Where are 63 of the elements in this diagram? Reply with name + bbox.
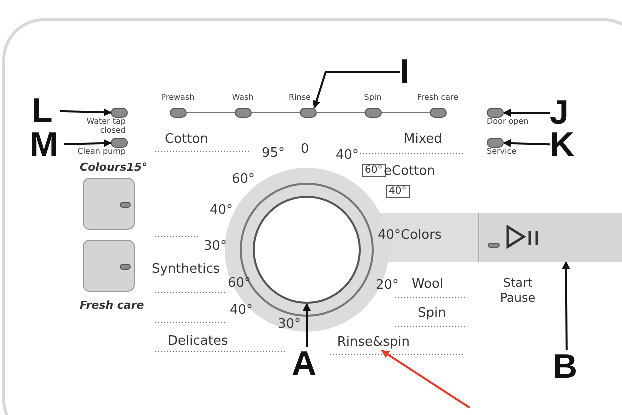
arrow bbox=[312, 71, 400, 109]
program-label: Delicates bbox=[168, 334, 228, 349]
arrow bbox=[60, 108, 112, 117]
temperature-label: 30° bbox=[204, 239, 228, 254]
arrow bbox=[562, 261, 570, 350]
start-pause-button bbox=[480, 213, 622, 262]
indicator-light bbox=[300, 108, 317, 118]
indicator-light bbox=[430, 108, 447, 118]
program-label: 40°Colors bbox=[378, 228, 442, 243]
dial-mark: 0 bbox=[301, 142, 310, 157]
connector-line bbox=[316, 112, 366, 114]
temperature-label: 20° bbox=[376, 278, 400, 293]
temperature-label: 40° bbox=[210, 203, 234, 218]
temperature-tag: 60° bbox=[362, 164, 386, 177]
indicator-light bbox=[235, 108, 252, 118]
temperature-tag: 40° bbox=[386, 185, 410, 198]
indicator-label: Wash bbox=[231, 93, 255, 102]
arrow bbox=[503, 109, 550, 117]
program-label: Cotton bbox=[165, 132, 208, 147]
arrow bbox=[303, 303, 311, 347]
button-caption: Start Pause bbox=[499, 276, 537, 306]
indicator-light bbox=[487, 138, 504, 148]
option-button bbox=[83, 240, 135, 292]
callout-letter: A bbox=[292, 347, 322, 381]
indicator-light bbox=[111, 108, 128, 118]
option-button bbox=[83, 178, 135, 230]
indicator-label: Fresh care bbox=[416, 93, 460, 102]
button-caption: Fresh care bbox=[80, 298, 146, 313]
indicator-label: Spin bbox=[363, 93, 383, 102]
indicator-label: Water tap closed bbox=[86, 117, 126, 135]
arrow bbox=[503, 139, 550, 148]
program-label: Wool bbox=[412, 277, 444, 292]
temperature-label: 40° bbox=[336, 148, 360, 163]
indicator-light bbox=[170, 108, 187, 118]
callout-letter: J bbox=[550, 96, 578, 130]
indicator-label: Prewash bbox=[160, 93, 196, 102]
temperature-label: 30° bbox=[278, 317, 302, 332]
temperature-label: 95° bbox=[262, 146, 286, 161]
button-caption: Colours15° bbox=[80, 160, 149, 175]
temperature-label: 40° bbox=[230, 303, 254, 318]
callout-letter: B bbox=[553, 350, 581, 384]
indicator-label: Service bbox=[487, 147, 518, 156]
callout-letter: K bbox=[550, 128, 578, 162]
temperature-label: 60° bbox=[232, 172, 256, 187]
indicator-light bbox=[111, 138, 128, 148]
temperature-label: 60° bbox=[228, 276, 252, 291]
program-label: Spin bbox=[418, 306, 446, 321]
callout-letter: L bbox=[32, 94, 60, 128]
arrow bbox=[64, 139, 112, 148]
callout-letter: M bbox=[30, 128, 64, 162]
program-label: Synthetics bbox=[152, 262, 220, 277]
program-label: Rinse&spin bbox=[330, 335, 410, 351]
indicator-label: Door open bbox=[487, 117, 530, 126]
indicator-light bbox=[365, 108, 382, 118]
arrow bbox=[381, 350, 471, 409]
connector-line bbox=[382, 112, 430, 114]
callout-letter: I bbox=[400, 55, 416, 89]
connector-line bbox=[252, 112, 300, 114]
indicator-label: Rinse bbox=[288, 93, 312, 102]
indicator-light bbox=[487, 108, 504, 118]
program-label: Mixed bbox=[404, 132, 442, 147]
indicator-label: Clean pump bbox=[76, 147, 126, 156]
connector-line bbox=[186, 112, 236, 114]
